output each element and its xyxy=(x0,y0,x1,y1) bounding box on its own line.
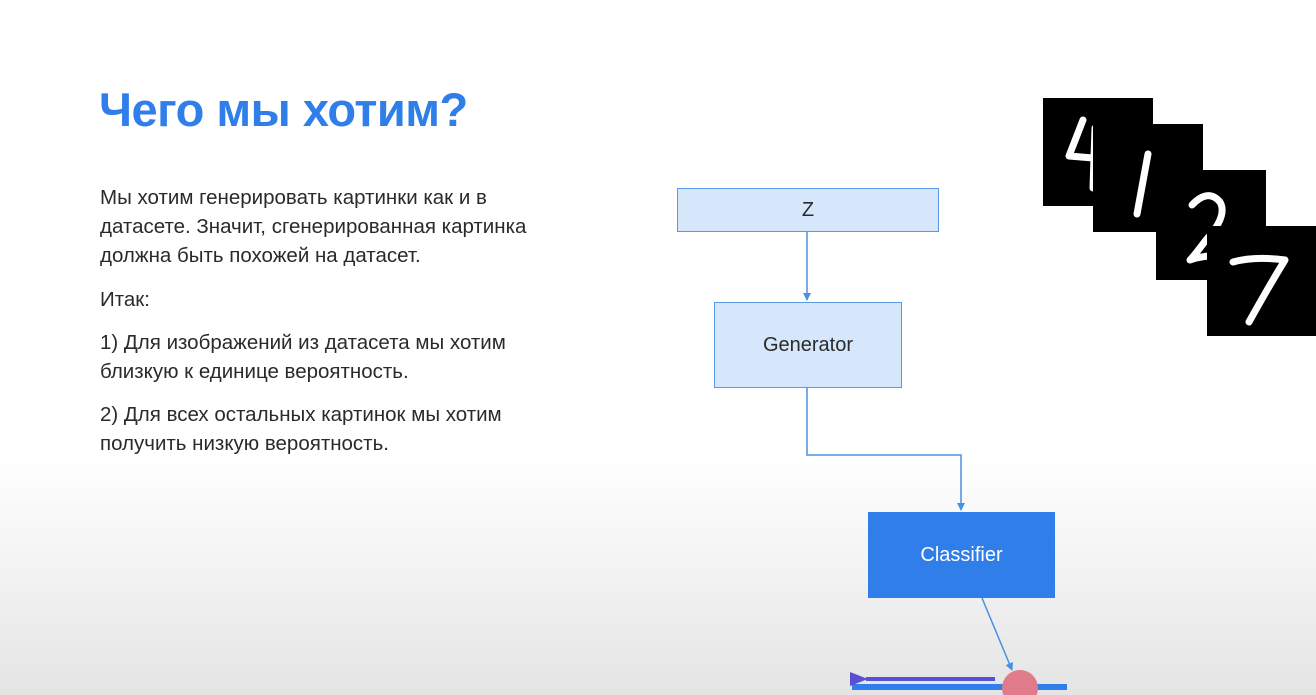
z-label: Z xyxy=(801,198,815,221)
digit-7-image xyxy=(1207,226,1316,336)
z-input-box: Z xyxy=(677,188,939,232)
intro-line-1: Мы хотим генерировать картинки как и в xyxy=(100,186,487,209)
point-1-line-2: близкую к единице вероятность. xyxy=(100,360,409,383)
point-2-line-2: получить низкую вероятность. xyxy=(100,432,389,455)
slide-title: Чего мы хотим? xyxy=(99,83,468,136)
itak-label: Итак: xyxy=(100,288,150,311)
intro-line-3: должна быть похожей на датасет. xyxy=(100,244,421,267)
generator-label: Generator xyxy=(762,333,854,356)
classifier-to-output-arrow xyxy=(981,597,1013,671)
intro-line-2: датасете. Значит, сгенерированная картин… xyxy=(100,215,527,238)
generator-to-classifier-arrow xyxy=(806,388,965,511)
point-2-line-1: 2) Для всех остальных картинок мы хотим xyxy=(100,403,502,426)
classifier-box: Classifier xyxy=(868,512,1055,598)
point-1-line-1: 1) Для изображений из датасета мы хотим xyxy=(100,331,506,354)
generator-box: Generator xyxy=(714,302,902,388)
probability-dot xyxy=(1002,670,1038,695)
classifier-label: Classifier xyxy=(920,543,1003,566)
probability-axis-bar xyxy=(852,684,1067,690)
